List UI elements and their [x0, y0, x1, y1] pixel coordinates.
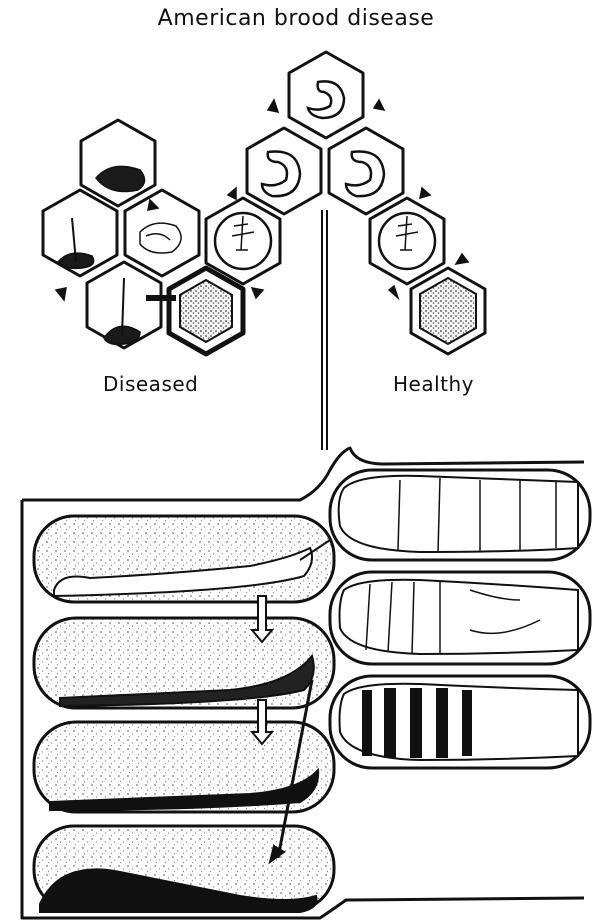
- healthy-stages: [339, 476, 578, 760]
- cell-larva-left: [247, 128, 321, 214]
- diagram-title: American brood disease: [0, 6, 592, 31]
- healthy-label: Healthy: [393, 372, 474, 396]
- honeycomb: [43, 52, 485, 354]
- cell-larva-right: [329, 128, 403, 214]
- pupa-side: [340, 580, 579, 654]
- larva-side: [339, 476, 578, 552]
- decaying-larva: [140, 223, 181, 253]
- cell-diseased-scale-top: [81, 120, 155, 206]
- cell-egg-larva: [289, 52, 363, 138]
- diseased-label: Diseased: [103, 372, 198, 396]
- sealed-caps: [215, 213, 435, 269]
- adult-side: [340, 684, 579, 760]
- connector-line: [322, 210, 327, 450]
